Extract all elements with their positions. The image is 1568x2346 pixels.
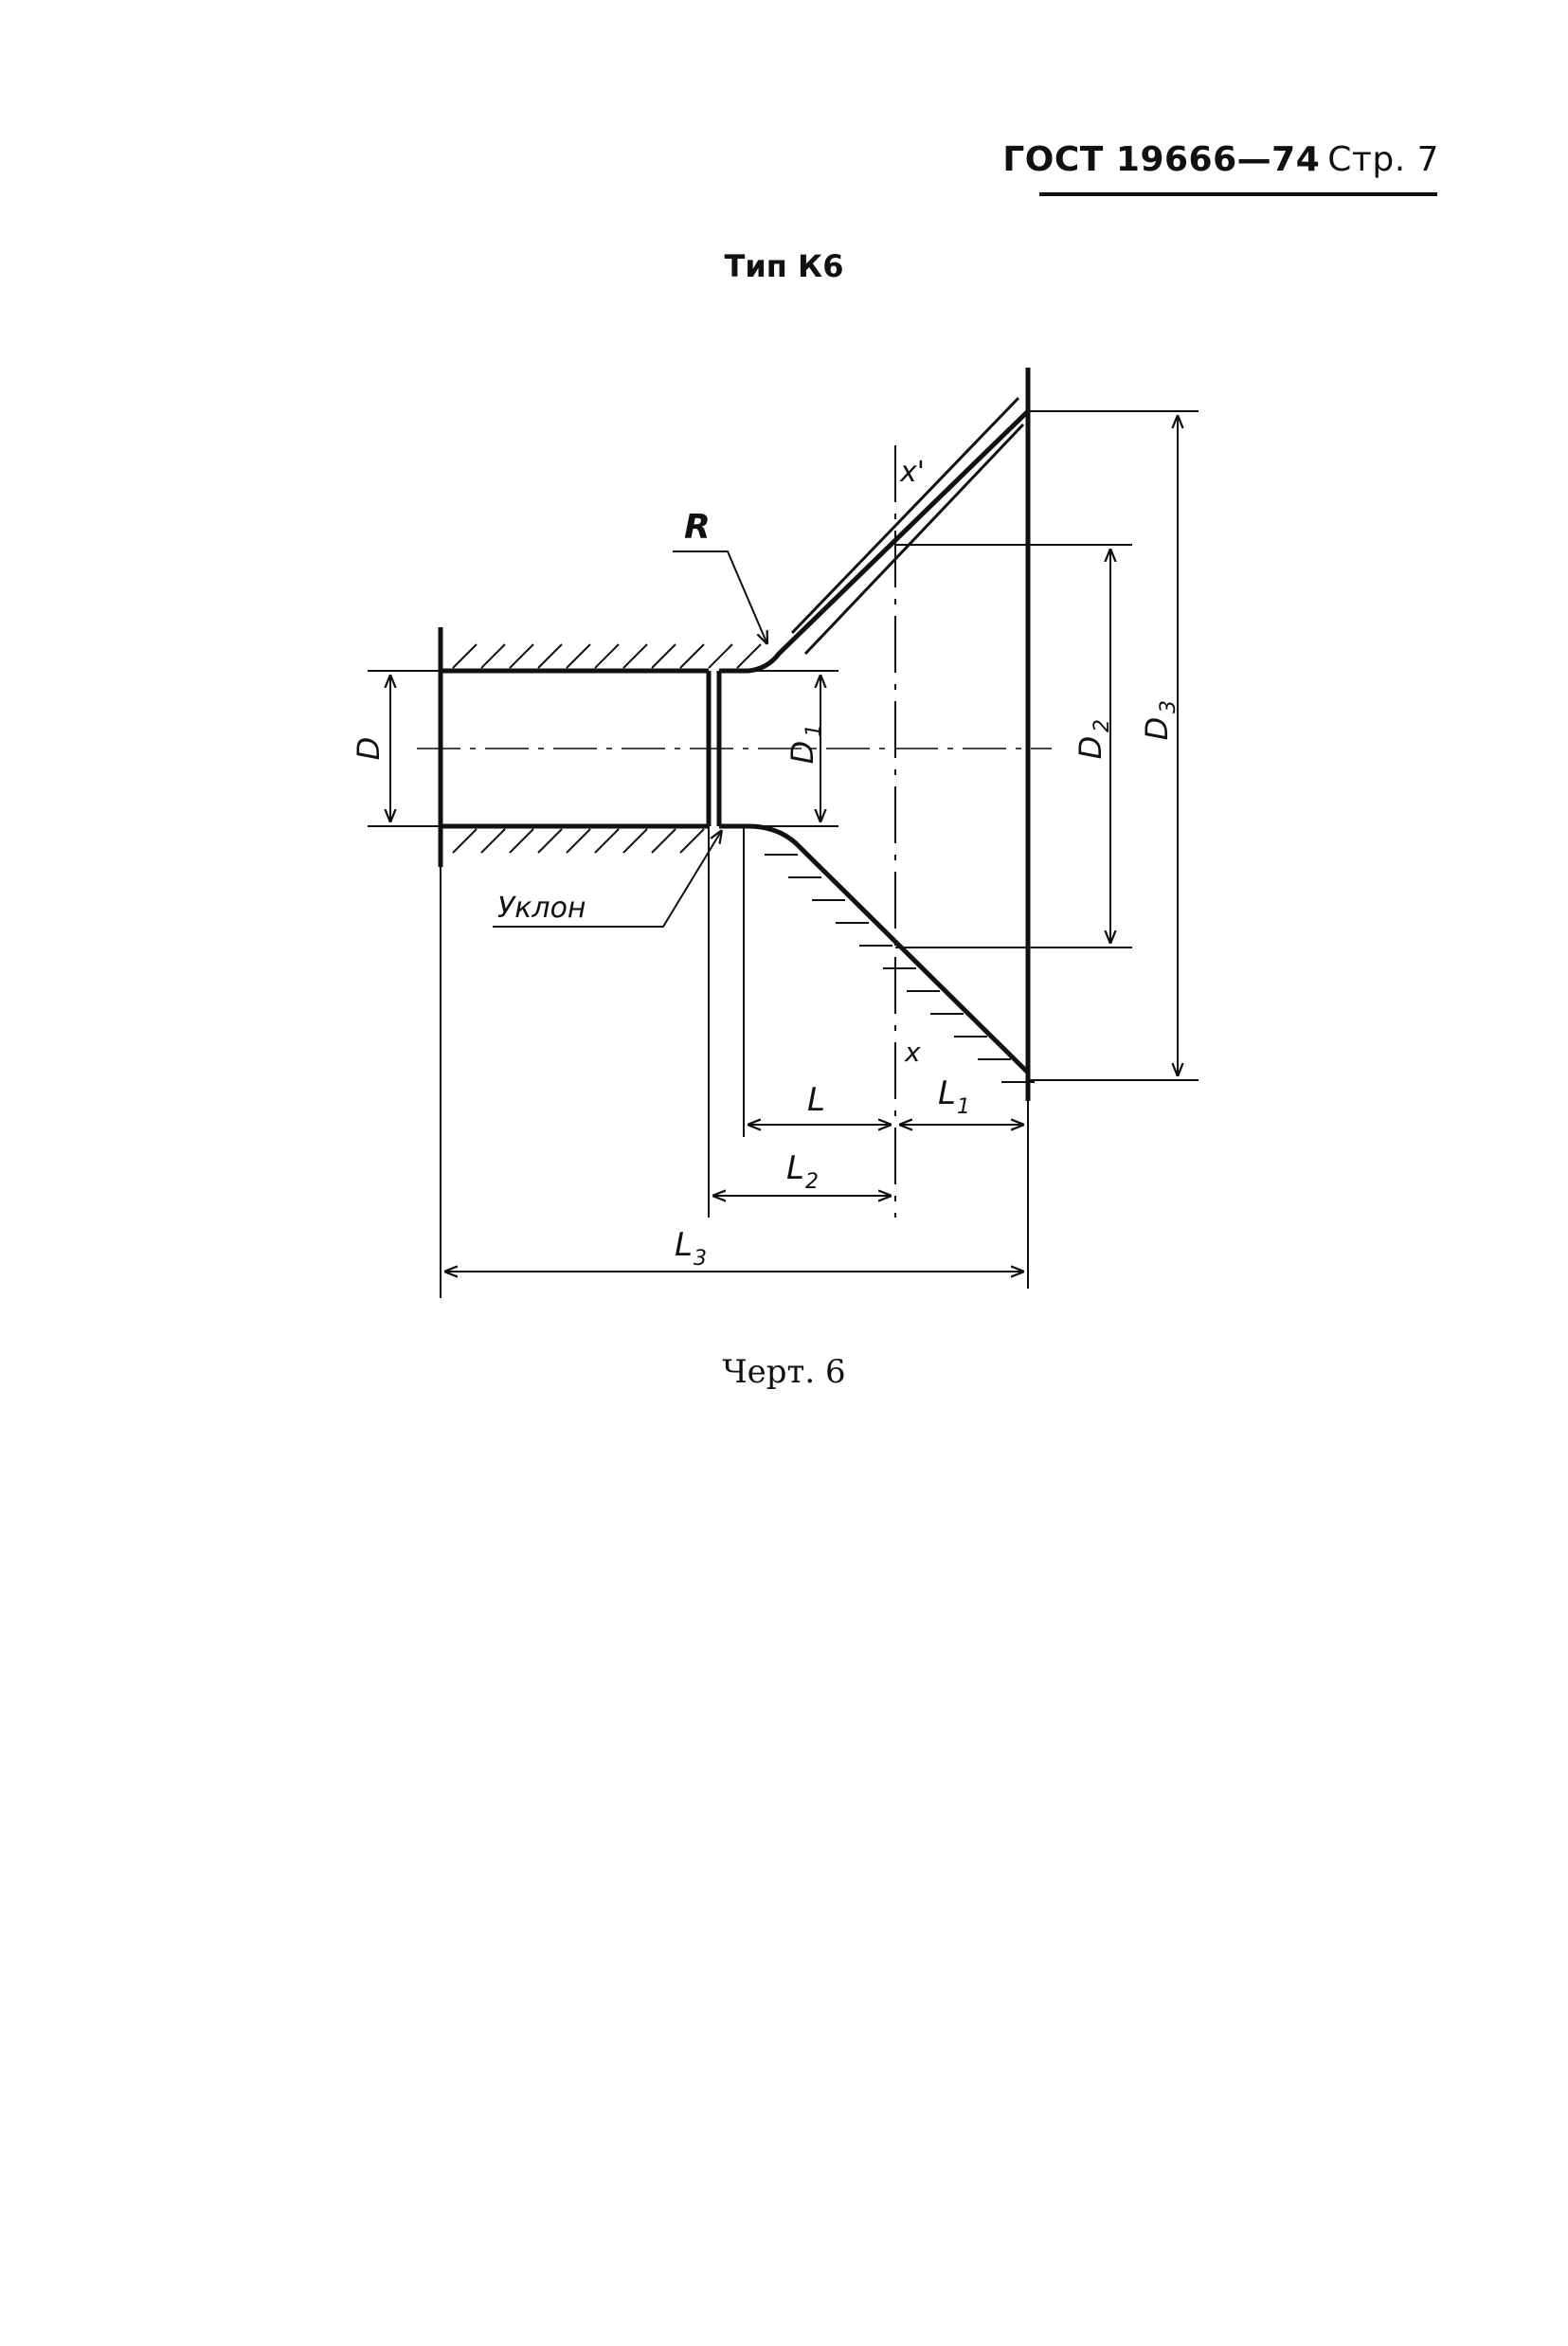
label-x-prime: x'	[899, 456, 925, 489]
svg-text:D: D	[1072, 736, 1108, 760]
svg-text:1: 1	[802, 724, 826, 737]
label-L1: L 1	[938, 1074, 970, 1119]
page-number: Стр. 7	[1327, 140, 1439, 179]
svg-text:L: L	[786, 1149, 804, 1187]
label-D: D	[351, 737, 387, 761]
label-L3: L 3	[675, 1226, 707, 1271]
leader-R	[673, 550, 767, 644]
svg-text:3: 3	[1157, 700, 1181, 713]
header-rule	[1039, 192, 1437, 196]
hatching-cone	[765, 854, 1035, 1083]
label-D1: D 1	[784, 724, 826, 764]
leader-lines	[493, 550, 767, 928]
label-slope: Уклон	[497, 892, 586, 925]
svg-text:L: L	[675, 1226, 693, 1264]
hatching-top	[452, 643, 762, 669]
svg-text:L: L	[938, 1074, 956, 1112]
leader-slope	[493, 830, 722, 928]
extension-lines	[368, 410, 1199, 1298]
type-title: Тип К6	[724, 248, 844, 284]
label-L: L	[807, 1081, 825, 1119]
label-R: R	[684, 508, 711, 547]
figure-caption: Черт. 6	[722, 1353, 846, 1391]
svg-text:1: 1	[957, 1095, 970, 1119]
technical-drawing: D D 1 D 2 D 3 R Уклон x' x L L 1 L 2 L 3	[351, 368, 1199, 1298]
svg-text:3: 3	[694, 1247, 707, 1271]
cone-inner-line	[790, 396, 1025, 656]
svg-text:D: D	[784, 741, 820, 765]
label-D2: D 2	[1072, 719, 1114, 759]
standard-number: ГОСТ 19666—74	[1002, 140, 1321, 179]
svg-text:D: D	[1139, 717, 1175, 741]
svg-text:2: 2	[805, 1170, 819, 1194]
label-L2: L 2	[786, 1149, 819, 1194]
label-D3: D 3	[1139, 700, 1181, 740]
hatching-bottom	[452, 828, 705, 854]
dimension-lines	[390, 415, 1178, 1272]
label-x: x	[904, 1037, 921, 1068]
svg-text:2: 2	[1090, 719, 1114, 732]
